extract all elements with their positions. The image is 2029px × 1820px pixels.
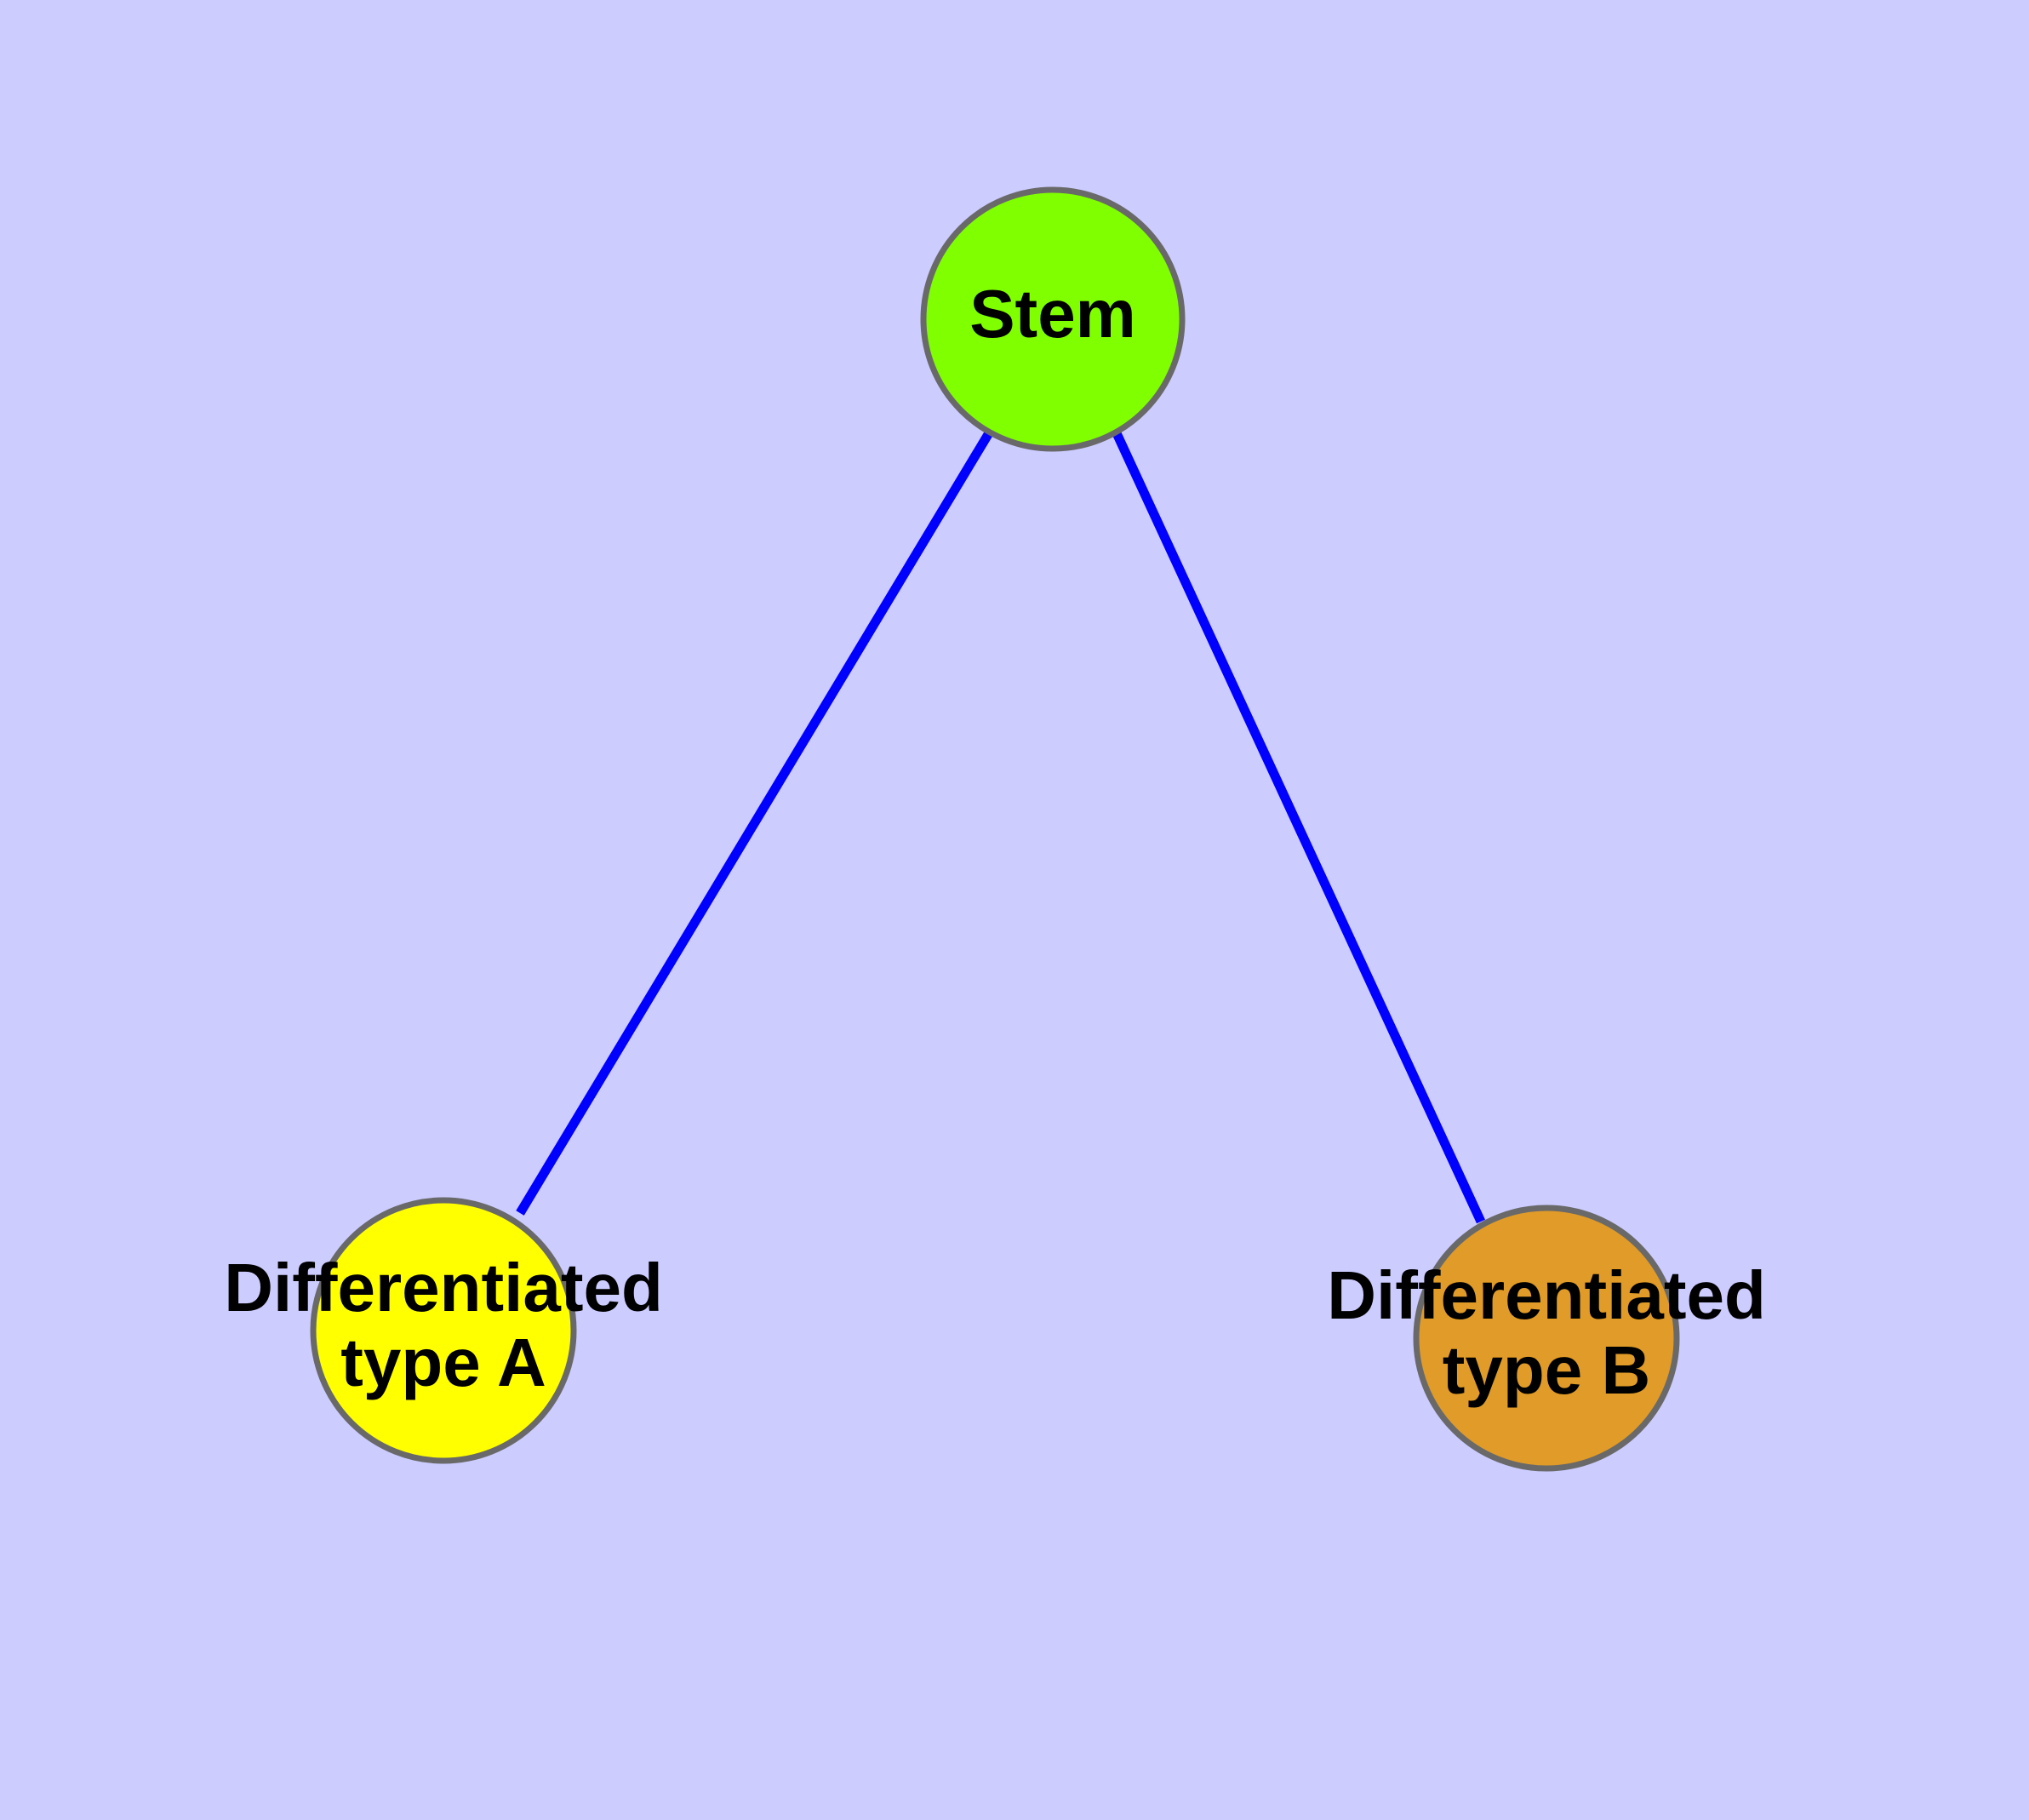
node-label-stem: Stem: [969, 276, 1136, 352]
node-label-line: Stem: [969, 276, 1136, 352]
node-label-line: type A: [340, 1325, 546, 1400]
node-stem[interactable]: [920, 186, 1186, 452]
node-label-line: Differentiated: [224, 1250, 663, 1325]
edges-layer: [516, 429, 1485, 1224]
node-label-line: Differentiated: [1327, 1257, 1766, 1333]
node-diff-b[interactable]: [1413, 1205, 1680, 1472]
nodes-layer: [310, 186, 1680, 1472]
node-diff-a[interactable]: [310, 1197, 577, 1464]
edge-stem-to-diff-b[interactable]: [1112, 431, 1485, 1224]
edge-stem-to-diff-a[interactable]: [516, 429, 994, 1216]
node-label-line: type B: [1443, 1332, 1651, 1408]
